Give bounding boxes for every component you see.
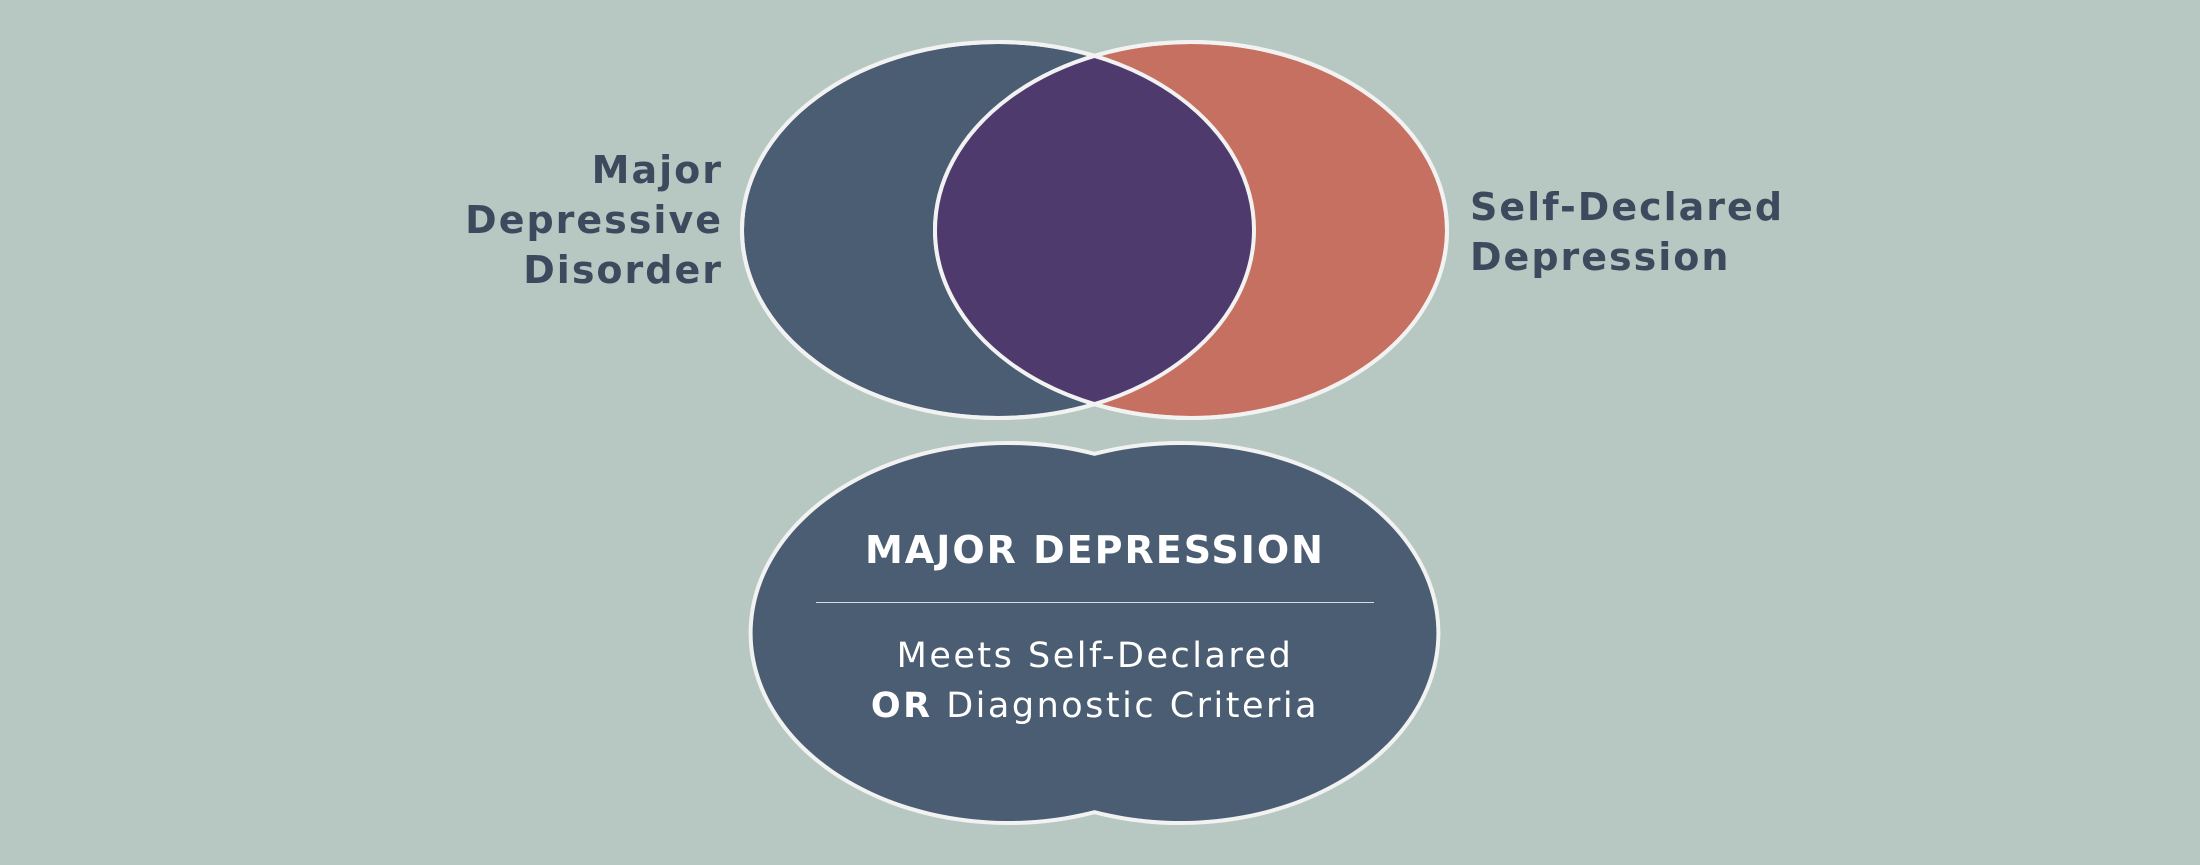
left-label-line-1: Major (591, 148, 723, 192)
left-label-line-2: Depressive (465, 198, 723, 242)
union-divider (816, 602, 1374, 603)
union-shape (752, 444, 1437, 821)
right-label-line-2: Depression (1470, 235, 1731, 279)
self-declared-depression-label: Self-Declared Depression (1470, 182, 1784, 282)
right-circle-outline (933, 40, 1449, 420)
union-text-block: MAJOR DEPRESSION Meets Self-Declared OR … (740, 510, 1450, 731)
union-description: Meets Self-Declared OR Diagnostic Criter… (740, 631, 1450, 731)
right-label-line-1: Self-Declared (1470, 185, 1785, 229)
left-circle-outline (740, 40, 1256, 420)
left-label-line-3: Disorder (523, 248, 723, 292)
union-description-line-1: Meets Self-Declared (896, 636, 1294, 676)
union-title: MAJOR DEPRESSION (864, 528, 1325, 572)
major-depressive-disorder-label: Major Depressive Disorder (465, 145, 723, 295)
union-description-line-2: OR Diagnostic Criteria (740, 681, 1450, 731)
union-description-line-2-rest: Diagnostic Criteria (932, 686, 1320, 726)
intersection-region (935, 42, 1254, 418)
union-operator: OR (870, 686, 933, 726)
